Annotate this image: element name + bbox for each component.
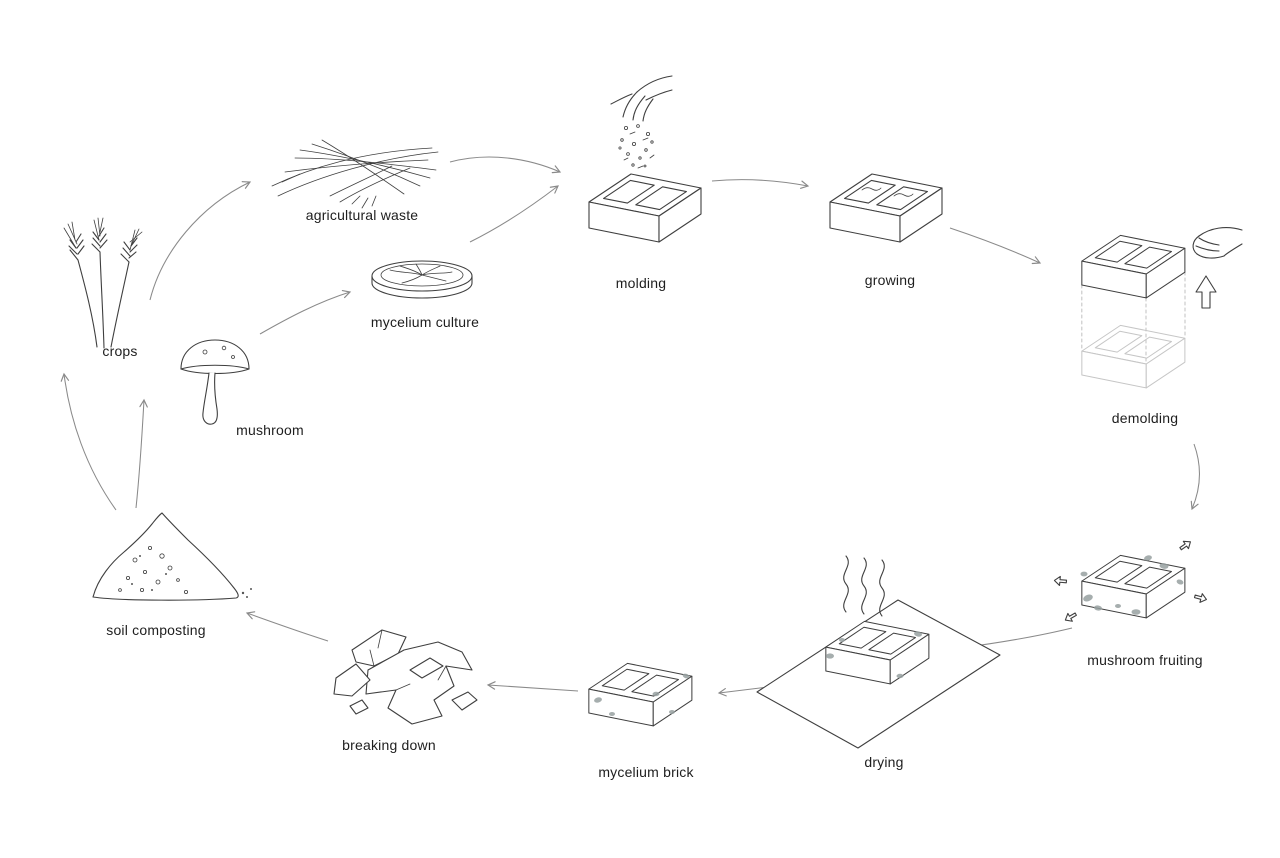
drying-brick-blobs xyxy=(826,631,922,679)
label-breaking-down: breaking down xyxy=(342,737,436,753)
arrow-mycelium-brick-to-breaking-down xyxy=(486,681,579,692)
mushroom-illustration xyxy=(180,339,250,425)
label-molding: molding xyxy=(615,275,667,291)
brick-with-mushrooms-illustration xyxy=(1053,537,1209,625)
mold-brick-icon xyxy=(588,173,702,243)
flow-arrows xyxy=(60,156,1200,697)
arrow-mycelium-culture-to-molding xyxy=(469,185,559,243)
label-demolding: demolding xyxy=(1111,410,1179,426)
brick-on-mat-heat-illustration xyxy=(756,555,1001,749)
broken-brick-illustration xyxy=(333,629,478,725)
hand-lifting-brick-illustration xyxy=(1081,227,1243,389)
gripping-hand-icon xyxy=(1192,227,1243,259)
mycelium-brick-blobs xyxy=(594,673,690,716)
label-soil-composting: soil composting xyxy=(106,622,206,638)
label-mycelium-brick: mycelium brick xyxy=(598,764,694,780)
mycelium-brick-icon xyxy=(588,662,693,727)
sprinkling-hand-icon xyxy=(610,75,673,122)
arrow-mushroom-to-mycelium-culture xyxy=(259,289,352,335)
lifted-brick-icon xyxy=(1081,234,1186,299)
label-agricultural-waste: agricultural waste xyxy=(305,207,419,223)
petri-dish-illustration xyxy=(371,260,473,299)
wheat-illustration xyxy=(63,217,143,349)
finished-brick-illustration xyxy=(588,662,693,727)
arrow-agricultural-waste-to-molding xyxy=(449,156,562,174)
arrow-breaking-down-to-soil-composting xyxy=(245,611,329,642)
arrow-crops-to-agricultural-waste xyxy=(149,181,252,301)
straw-illustration xyxy=(271,139,439,209)
hand-filling-mold-illustration xyxy=(588,75,702,243)
arrow-growing-to-demolding xyxy=(949,227,1042,265)
soil-pile-illustration xyxy=(92,512,252,601)
heat-waves-icon xyxy=(843,555,885,617)
growing-brick-icon xyxy=(829,173,943,243)
label-mycelium-culture: mycelium culture xyxy=(370,314,480,330)
arrow-molding-to-growing xyxy=(711,179,810,189)
label-mushroom-fruiting: mushroom fruiting xyxy=(1087,652,1203,668)
arrow-demolding-to-mushroom-fruiting xyxy=(1190,443,1200,511)
arrow-soil-composting-to-mushroom xyxy=(135,398,148,509)
arrow-soil-composting-to-crops xyxy=(60,372,117,511)
lift-up-arrow-icon xyxy=(1195,275,1217,309)
empty-mold-ghost-icon xyxy=(1081,324,1186,389)
falling-particles xyxy=(618,124,655,169)
label-mushroom: mushroom xyxy=(236,422,304,438)
label-crops: crops xyxy=(102,343,138,359)
label-growing: growing xyxy=(864,272,916,288)
label-drying: drying xyxy=(864,754,904,770)
brick-mold-illustration xyxy=(829,173,943,243)
fruiting-mushroom-blobs xyxy=(1080,555,1184,615)
